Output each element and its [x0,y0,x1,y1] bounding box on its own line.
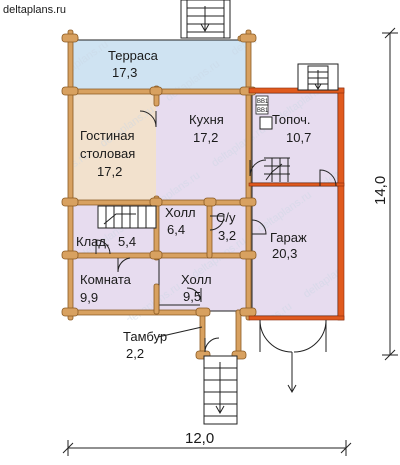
living-name-2: столовая [80,146,135,161]
vestibule-name: Тамбур [123,329,167,344]
svg-text:BB1: BB1 [257,99,269,105]
brick-walls [248,87,345,321]
boiler-appliances: BB1 BB1 [255,95,273,130]
log-walls [61,29,257,360]
hall-1-name: Холл [165,205,196,220]
interior-staircase [97,205,157,229]
wc-area: 3,2 [218,228,236,243]
kitchen-area: 17,2 [193,130,218,145]
garage-gates [259,319,327,394]
room-name: Комната [80,272,132,287]
kitchen-name: Кухня [189,112,224,127]
entrance-stairs [203,337,238,425]
room-labels: Терраса 17,3 Гостиная столовая 17,2 Кухн… [76,48,311,361]
living-area: 17,2 [97,164,122,179]
storage-name: Клад. [76,234,110,249]
width-label: 12,0 [185,430,214,447]
svg-text:BB1: BB1 [257,108,269,114]
hall-1-area: 6,4 [167,222,185,237]
doors [95,110,337,303]
depth-label: 14,0 [372,176,389,205]
wc-name: С/у [216,210,236,225]
boiler-inner-stairs [264,157,290,182]
room-area: 9,9 [80,290,98,305]
terrace-stairs [180,0,231,39]
boiler-entry-stairs [297,63,339,91]
depth-dimension [382,27,398,361]
terrace-name: Терраса [108,48,159,63]
width-dimension [62,440,352,456]
site-name: deltaplans.ru [3,4,66,16]
hall-2-area: 9,5 [183,289,201,304]
storage-area: 5,4 [118,234,136,249]
watermark [70,40,340,320]
terrace-area: 17,3 [112,65,137,80]
boiler-name: Топоч. [272,112,311,127]
vestibule-area: 2,2 [126,346,144,361]
hall-2-name: Холл [181,272,212,287]
vestibule-room [203,314,239,354]
garage-name: Гараж [270,230,307,245]
living-name-1: Гостиная [80,128,135,143]
garage-area: 20,3 [272,246,297,261]
boiler-area: 10,7 [286,130,311,145]
